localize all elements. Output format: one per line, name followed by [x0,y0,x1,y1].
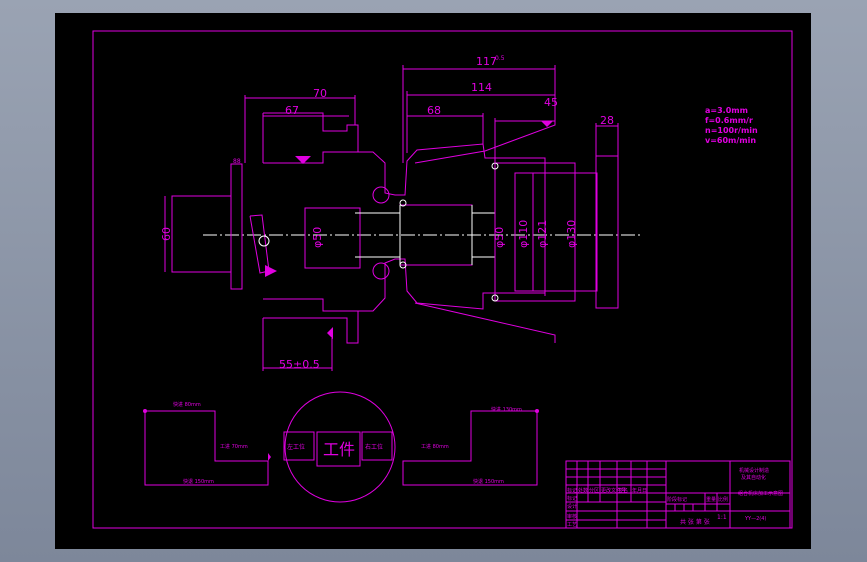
dim-67: 67 [285,104,299,117]
workpiece-hub [355,143,546,312]
row-label-1: 设计 [567,503,577,510]
param-feed: f=0.6mm/r [705,116,753,125]
dim-114: 114 [471,81,492,94]
header-cell-3: 更改文件号 [601,487,626,494]
drawing-svg: 117 0.5 114 70 67 68 45 28 88 60 55±0.5 … [92,30,793,529]
dim-phi130: φ130 [565,220,578,248]
dim-55: 55±0.5 [279,358,320,371]
left-cycle-diagram: 快进 80mm 工进 70mm 快退 150mm [143,401,271,486]
header-cell-4: 签名 [618,487,628,494]
row-label-2: 审核 [567,513,577,520]
sheet-count: 共 张 第 张 [680,518,710,526]
dim-phi121: φ121 [536,220,549,248]
drawing-number: YY—2(4) [744,516,766,522]
dim-60: 60 [160,227,173,241]
header-cell-5: 年月日 [632,487,647,494]
dim-28: 28 [600,114,614,127]
left-tool-holder [262,112,361,344]
param-velocity: v=60m/min [705,136,756,145]
dim-small-left: 88 [233,158,241,165]
row-label-3: 工艺 [567,522,577,528]
title-block: 机械设计制造 及其自动化 组合机床加工示意图 YY—2(4) 1:1 共 张 第… [565,460,791,529]
right-rapid-in: 快进 130mm [491,406,522,413]
station-layout: 左工位 工件 右工位 [283,391,396,503]
left-spindle [171,163,277,290]
header-cell-2: 分区 [589,487,599,494]
mid-cell-1: 重量 [706,496,716,503]
row-label-0: 标记 [567,495,577,502]
left-rapid-in: 快进 80mm [173,401,201,408]
dim-phi50-left: φ50 [311,227,324,248]
dim-117-tolerance: 0.5 [495,55,505,62]
right-station-label: 右工位 [365,443,383,451]
drawing-border [92,30,793,529]
dim-phi50-right: φ50 [493,227,506,248]
dim-117: 117 [476,55,497,68]
dim-phi110: φ110 [517,220,530,248]
scale-value: 1:1 [717,514,727,521]
right-rapid-back: 快退 150mm [473,478,504,485]
header-cell-1: 处数 [578,487,588,494]
param-depth: a=3.0mm [705,106,748,115]
right-cycle-diagram: 快进 130mm 工进 80mm 快退 150mm [402,406,539,486]
param-speed: n=100r/min [705,126,758,135]
drawing-name: 组合机床加工示意图 [738,490,783,497]
right-work-feed: 工进 80mm [421,443,449,450]
left-station-label: 左工位 [287,443,305,451]
mid-cell-2: 比例 [718,496,728,503]
dim-68: 68 [427,104,441,117]
workpiece-label: 工件 [323,440,355,459]
mid-cell-0: 阶段标记 [667,496,687,503]
dim-70: 70 [313,87,327,100]
dim-45: 45 [544,96,558,109]
left-work-feed: 工进 70mm [220,443,248,450]
left-rapid-back: 快退 150mm [183,478,214,485]
school-line-1: 机械设计制造 [739,467,769,474]
school-line-2: 及其自动化 [741,474,766,481]
right-spindle [399,113,619,343]
dimension-lines [164,65,619,371]
header-cell-0: 标记 [567,487,577,494]
drawing-canvas[interactable]: 117 0.5 114 70 67 68 45 28 88 60 55±0.5 … [55,13,811,549]
